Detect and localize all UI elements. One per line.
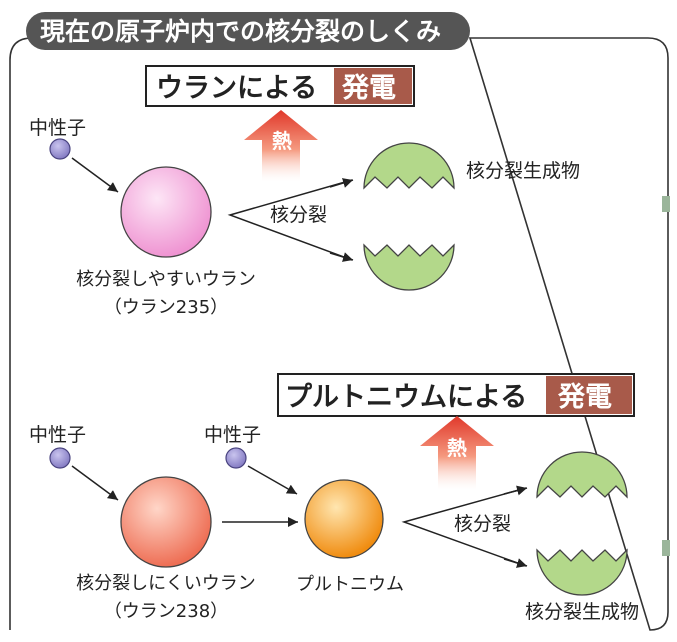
neutron-arrow [71,157,119,193]
fission-arrowhead-lower [329,252,354,262]
plutonium-nucleus [304,479,384,559]
heat-arrow-icon [420,416,494,490]
uranium-238-nucleus [120,476,212,568]
neutron-particle [49,138,71,160]
header-title: 現在の原子炉内での核分裂のしくみ [40,17,441,46]
fission-arrowhead-upper [329,178,354,188]
plutonium-neutron-label-1: 中性子 [29,424,86,446]
plutonium-section: プルトニウムによる 発電 熱 中性子 核分裂しにくいウラン （ウラン238） 中… [29,373,639,623]
uranium-fission-label: 核分裂 [270,204,327,226]
uranium-title-highlight-bg [334,68,412,104]
u238-label-line1: 核分裂しにくいウラン [76,573,256,594]
plutonium-title-highlight-bg [546,376,632,414]
uranium-section: ウランによる 発電 熱 中性子 核分裂しやすいウラン （ウラン235） 核分裂 … [29,65,580,318]
header-badge [26,12,470,50]
neutron-arrow [71,465,119,501]
neutron-particle [225,447,247,469]
fission-split-arrow [401,487,527,567]
heat-arrow-icon [244,110,318,182]
u235-label-line1: 核分裂しやすいウラン [76,269,256,290]
neutron-particle [49,447,71,469]
uranium-neutron-label: 中性子 [29,117,86,139]
uranium-title-main: ウランによる [156,73,317,104]
fission-split-arrow [227,179,353,261]
u238-label-line2: （ウラン238） [104,601,228,622]
plutonium-fission-label: 核分裂 [454,513,511,535]
plutonium-title-highlight: 発電 [557,382,612,413]
fission-arrowhead-upper [503,485,528,496]
plutonium-products-label: 核分裂生成物 [525,601,639,623]
plutonium-neutron-label-2: 中性子 [204,424,261,446]
u235-label-line2: （ウラン235） [104,297,228,318]
fission-arrowhead-lower [503,558,528,568]
plutonium-title-main: プルトニウムによる [285,382,527,413]
plutonium-label: プルトニウム [296,574,404,595]
uranium-title-highlight: 発電 [341,73,396,104]
fission-fragment-bottom [536,548,628,596]
uranium-235-nucleus [120,166,212,258]
fission-fragment-top [363,142,455,190]
edge-marker-top [662,196,670,212]
neutron-arrow [247,465,298,495]
edge-marker-bottom [662,540,670,556]
uranium-products-label: 核分裂生成物 [466,160,580,182]
fission-fragment-top [536,451,628,499]
fission-fragment-bottom [363,243,455,291]
plutonium-heat-label: 熱 [447,436,467,460]
uranium-heat-label: 熱 [272,129,292,153]
